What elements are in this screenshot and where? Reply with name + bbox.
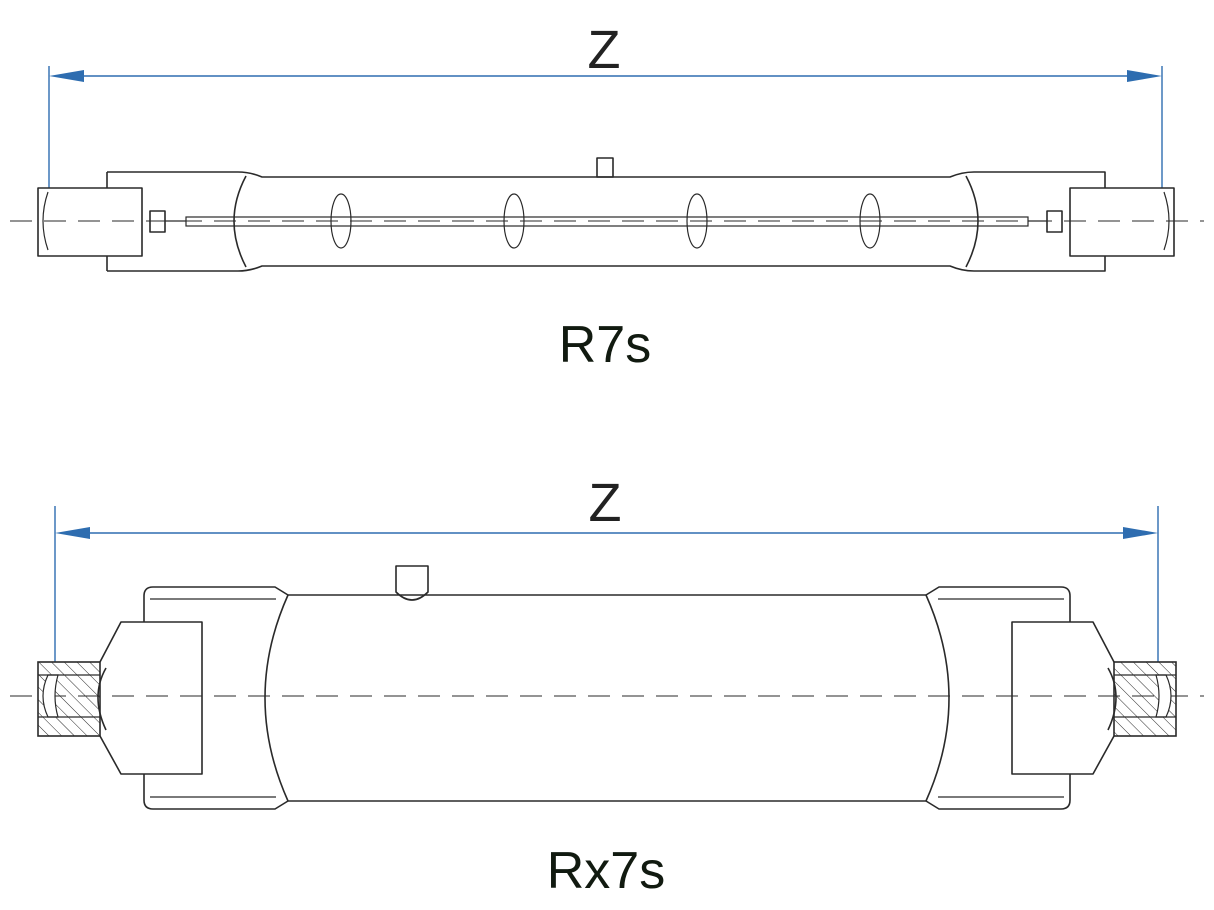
- r7s-dimension: [48, 66, 1163, 188]
- r7s-caption: R7s: [559, 316, 651, 374]
- rx7s-dimension-label: Z: [589, 473, 622, 533]
- r7s-dimension-label: Z: [588, 20, 621, 80]
- rx7s-lamp: Z: [10, 473, 1204, 900]
- rx7s-right-contact: [1113, 661, 1177, 737]
- rx7s-left-contact: [37, 661, 101, 737]
- rx7s-tube: [264, 565, 950, 802]
- rx7s-caption: Rx7s: [547, 842, 665, 900]
- rx7s-right-cap: [925, 586, 1117, 810]
- r7s-tube: [107, 157, 1106, 272]
- r7s-left-cap: [37, 172, 186, 271]
- r7s-lamp: Z: [10, 20, 1204, 374]
- rx7s-dimension: [54, 506, 1159, 662]
- rx7s-left-cap: [97, 586, 289, 810]
- r7s-right-cap: [1028, 187, 1175, 257]
